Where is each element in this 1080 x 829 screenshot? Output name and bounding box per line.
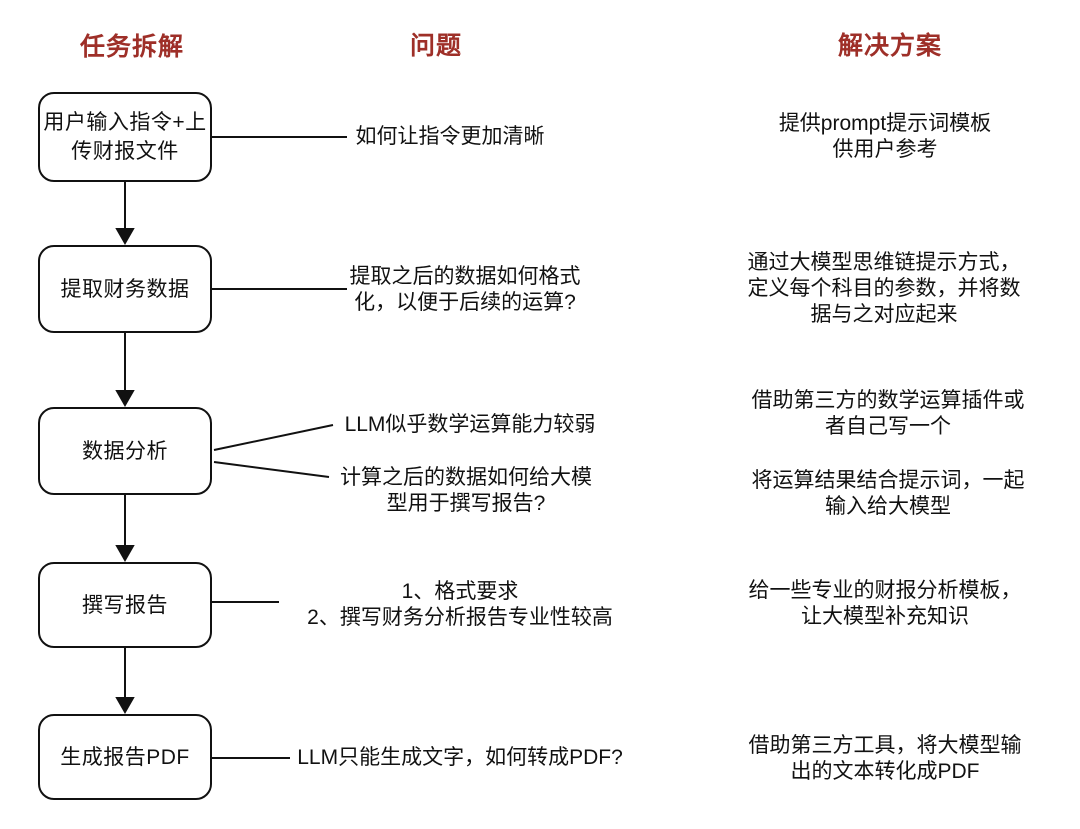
solution-prompt-template: 提供prompt提示词模板 供用户参考 xyxy=(778,112,992,161)
flow-box-user-input: 用户输入指令+上 传财报文件 xyxy=(38,92,212,182)
column-header-problem: 问题 xyxy=(409,32,462,60)
flow-box-generate-pdf: 生成报告PDF xyxy=(38,714,212,800)
question-data-formatting: 提取之后的数据如何格式 化，以便于后续的运算? xyxy=(349,265,581,314)
flow-arrow-1-head xyxy=(115,228,135,246)
connector-q3 xyxy=(213,424,334,451)
question-report-requirements: 1、格式要求 2、撰写财务分析报告专业性较高 xyxy=(307,580,613,629)
solution-chain-of-thought: 通过大模型思维链提示方式， 定义每个科目的参数，并将数 据与之对应起来 xyxy=(747,251,1021,326)
flow-box-label: 用户输入指令+上 传财报文件 xyxy=(43,111,207,163)
question-llm-math-weak: LLM似乎数学运算能力较弱 xyxy=(344,413,596,436)
question-instruction-clarity: 如何让指令更加清晰 xyxy=(355,125,545,148)
flow-box-label: 撰写报告 xyxy=(82,593,168,617)
solution-analysis-template: 给一些专业的财报分析模板， 让大模型补充知识 xyxy=(748,579,1022,628)
solution-math-plugin: 借助第三方的数学运算插件或 者自己写一个 xyxy=(751,389,1025,438)
flow-arrow-2-head xyxy=(115,390,135,408)
flow-box-write-report: 撰写报告 xyxy=(38,562,212,648)
flow-box-label: 生成报告PDF xyxy=(60,745,190,769)
connector-q4 xyxy=(213,461,330,478)
column-header-solution: 解决方案 xyxy=(837,32,942,60)
flow-box-data-analysis: 数据分析 xyxy=(38,407,212,495)
flow-box-label: 数据分析 xyxy=(82,439,168,463)
flow-box-label: 提取财务数据 xyxy=(60,277,190,301)
flow-arrow-3-head xyxy=(115,545,135,563)
column-header-task-breakdown: 任务拆解 xyxy=(79,33,184,61)
flow-box-extract-data: 提取财务数据 xyxy=(38,245,212,333)
question-pdf-conversion: LLM只能生成文字，如何转成PDF? xyxy=(297,746,623,769)
solution-third-party-pdf: 借助第三方工具，将大模型输 出的文本转化成PDF xyxy=(748,734,1022,783)
solution-combine-prompt: 将运算结果结合提示词，一起 输入给大模型 xyxy=(751,469,1025,518)
question-data-to-model: 计算之后的数据如何给大模 型用于撰写报告? xyxy=(340,466,592,515)
flow-arrow-4-head xyxy=(115,697,135,715)
